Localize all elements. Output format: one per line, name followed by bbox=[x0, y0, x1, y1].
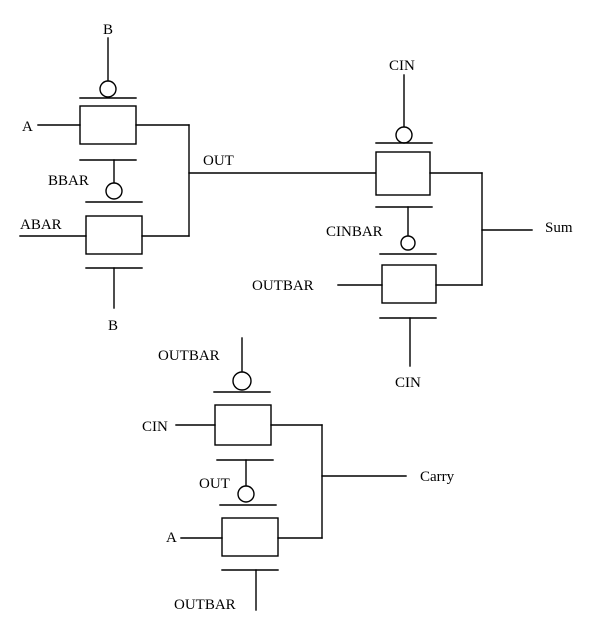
label-b-top: B bbox=[103, 22, 113, 38]
mux-gate-carry: OUTBAR CIN OUT A OUTBAR Carry bbox=[142, 337, 455, 613]
label-b-bottom: B bbox=[108, 318, 118, 334]
inverter-bubble bbox=[105, 182, 123, 200]
transistor-bottom bbox=[85, 215, 143, 255]
transistor-bottom bbox=[381, 264, 437, 304]
xor-gate-sum: CIN CINBAR OUTBAR CIN Sum bbox=[252, 58, 573, 391]
label-cin-top: CIN bbox=[389, 58, 415, 74]
label-bbar: BBAR bbox=[48, 173, 89, 189]
label-cinbar: CINBAR bbox=[326, 224, 383, 240]
transistor-top bbox=[375, 151, 431, 196]
inverter-bubble bbox=[400, 235, 416, 251]
label-carry: Carry bbox=[420, 469, 455, 485]
label-cin: CIN bbox=[142, 419, 168, 435]
label-cin-bottom: CIN bbox=[395, 375, 421, 391]
label-a: A bbox=[22, 119, 33, 135]
label-a-carry: A bbox=[166, 530, 177, 546]
transistor-top bbox=[214, 404, 272, 446]
label-out-gate: OUT bbox=[199, 476, 230, 492]
transistor-top bbox=[79, 105, 137, 145]
label-sum: Sum bbox=[545, 220, 573, 236]
label-outbar: OUTBAR bbox=[252, 278, 314, 294]
label-abar: ABAR bbox=[20, 217, 62, 233]
inverter-bubble bbox=[99, 80, 117, 98]
xor-gate-out: B A BBAR ABAR B OUT bbox=[19, 22, 379, 334]
inverter-bubble bbox=[395, 126, 413, 144]
inverter-bubble bbox=[232, 371, 252, 391]
label-outbar-top: OUTBAR bbox=[158, 348, 220, 364]
transistor-bottom bbox=[221, 517, 279, 557]
inverter-bubble bbox=[237, 485, 255, 503]
label-out: OUT bbox=[203, 153, 234, 169]
label-outbar-bottom: OUTBAR bbox=[174, 597, 236, 613]
